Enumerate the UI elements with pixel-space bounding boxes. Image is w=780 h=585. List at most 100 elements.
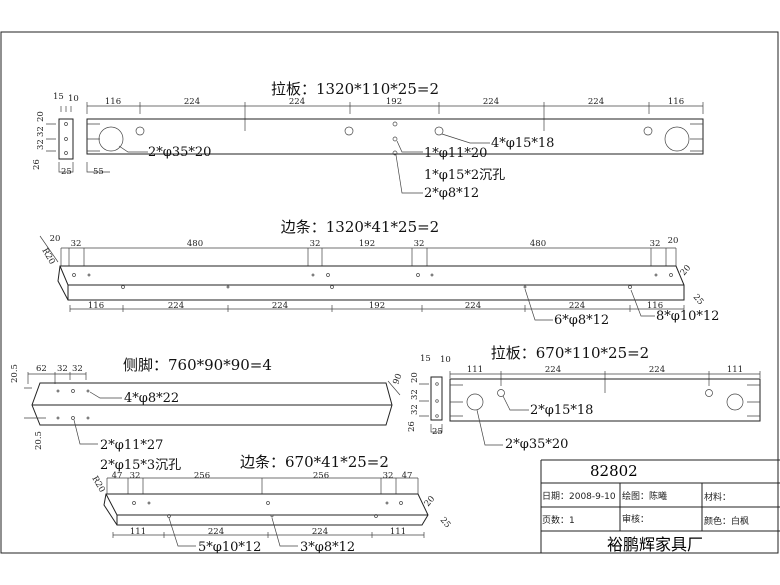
dim: 20 — [679, 263, 694, 278]
dim: 480 — [530, 239, 546, 249]
hole — [392, 150, 398, 156]
lath-outline — [449, 378, 761, 422]
lath-end-view — [58, 118, 74, 160]
dim: 111 — [390, 527, 406, 537]
callout: 2*φ15*3沉孔 — [100, 458, 181, 473]
dim: 32 — [414, 239, 425, 249]
dim: 32 — [410, 389, 420, 400]
lath-outline — [86, 118, 704, 155]
date-field: 日期：2008-9-10 — [542, 491, 616, 502]
dim: 25 — [691, 293, 706, 308]
panel-rail-1320: 边条：1320*41*25=2 20 32 480 32 192 32 480 … — [39, 218, 719, 328]
panel-title: 侧脚：760*90*90=4 — [123, 356, 272, 374]
dim: 25 — [438, 516, 453, 531]
hole — [643, 126, 653, 136]
dim: 224 — [208, 527, 224, 537]
dim: 15 — [420, 354, 431, 364]
dim: 116 — [88, 301, 104, 311]
dim: 32 — [310, 239, 321, 249]
dim: 10 — [68, 94, 79, 104]
dim: 55 — [93, 167, 104, 177]
callout: 1*φ11*20 — [424, 146, 487, 161]
panel-title: 边条：1320*41*25=2 — [281, 218, 439, 236]
callout: 4*φ15*18 — [491, 136, 554, 151]
dim: 20.5 — [10, 364, 20, 383]
hole — [392, 136, 398, 142]
dim: 20.5 — [34, 431, 44, 450]
callout: 2*φ8*12 — [424, 186, 479, 201]
page-field: 页数：1 — [542, 514, 575, 526]
dim: 10 — [440, 355, 451, 365]
dim: 111 — [727, 365, 743, 375]
dim: 32 — [36, 126, 46, 137]
dim: 224 — [465, 301, 481, 311]
dim: 111 — [130, 527, 146, 537]
panel-title: 拉板：1320*110*25=2 — [271, 80, 439, 98]
dim: 224 — [588, 97, 604, 107]
dim: 256 — [194, 471, 210, 481]
dim: 256 — [313, 471, 329, 481]
dim: 20 — [410, 372, 420, 383]
dim: 224 — [483, 97, 499, 107]
callout: 5*φ10*12 — [198, 540, 261, 555]
dim: 26 — [32, 159, 42, 170]
dim: 90 — [391, 372, 404, 386]
material-field: 材料： — [704, 491, 731, 503]
dim: R20 — [39, 247, 56, 267]
panel-rail-670: 边条：670*41*25=2 47 32 256 256 32 47 111 2… — [89, 453, 452, 555]
panel-title: 拉板：670*110*25=2 — [491, 344, 649, 362]
dim: 224 — [184, 97, 200, 107]
dim: 47 — [112, 471, 123, 481]
callout: 2*φ15*18 — [530, 403, 593, 418]
panel-lath-670: 拉板：670*110*25=2 111 224 224 111 2*φ15*18… — [407, 344, 761, 452]
dim: 62 — [36, 364, 47, 374]
dim: 224 — [312, 527, 328, 537]
dim: 25 — [61, 167, 72, 177]
dim: 20 — [423, 494, 438, 509]
callout: 2*φ35*20 — [148, 145, 211, 160]
drawn-by-field: 绘图：陈曦 — [622, 490, 667, 502]
dim: 116 — [668, 97, 684, 107]
dim: 47 — [402, 471, 413, 481]
hole — [98, 126, 124, 152]
dim: 32 — [410, 404, 420, 415]
callout: 2*φ11*27 — [100, 438, 163, 453]
dim: 26 — [407, 421, 417, 432]
color-field: 颜色：白枫 — [704, 515, 749, 527]
dim: 20 — [36, 111, 46, 122]
callout: 6*φ8*12 — [554, 313, 609, 328]
dim: 224 — [545, 365, 561, 375]
dim: 32 — [72, 364, 83, 374]
dim: 192 — [386, 97, 402, 107]
callout: 3*φ8*12 — [300, 540, 355, 555]
callout: 2*φ35*20 — [505, 437, 568, 452]
dim: 224 — [649, 365, 665, 375]
drawing-frame — [0, 31, 779, 554]
company-name: 裕鹏辉家具厂 — [607, 535, 703, 554]
dim: 20 — [668, 236, 679, 246]
dim: 224 — [272, 301, 288, 311]
dim: R20 — [89, 475, 106, 495]
drawing-number: 82802 — [590, 462, 638, 480]
dim: 192 — [359, 239, 375, 249]
dim: 32 — [71, 239, 82, 249]
panel-lath-1320: 拉板：1320*110*25=2 116 224 224 192 224 224… — [32, 80, 704, 201]
dim: 32 — [130, 471, 141, 481]
hole — [344, 126, 354, 136]
dim: 116 — [105, 97, 121, 107]
dim: 224 — [168, 301, 184, 311]
dim: 32 — [650, 239, 661, 249]
dim: 224 — [289, 97, 305, 107]
hole — [434, 126, 444, 136]
panel-side-leg: 侧脚：760*90*90=4 62 32 32 20.5 20.5 90 4*φ… — [10, 356, 405, 473]
dim: 480 — [187, 239, 203, 249]
dim: 20 — [50, 234, 61, 244]
dim: 192 — [369, 301, 385, 311]
hole — [135, 126, 145, 136]
panel-title: 边条：670*41*25=2 — [240, 453, 389, 471]
hole — [664, 126, 690, 152]
dim: 32 — [36, 139, 46, 150]
dim: 32 — [383, 471, 394, 481]
hole — [392, 121, 398, 127]
